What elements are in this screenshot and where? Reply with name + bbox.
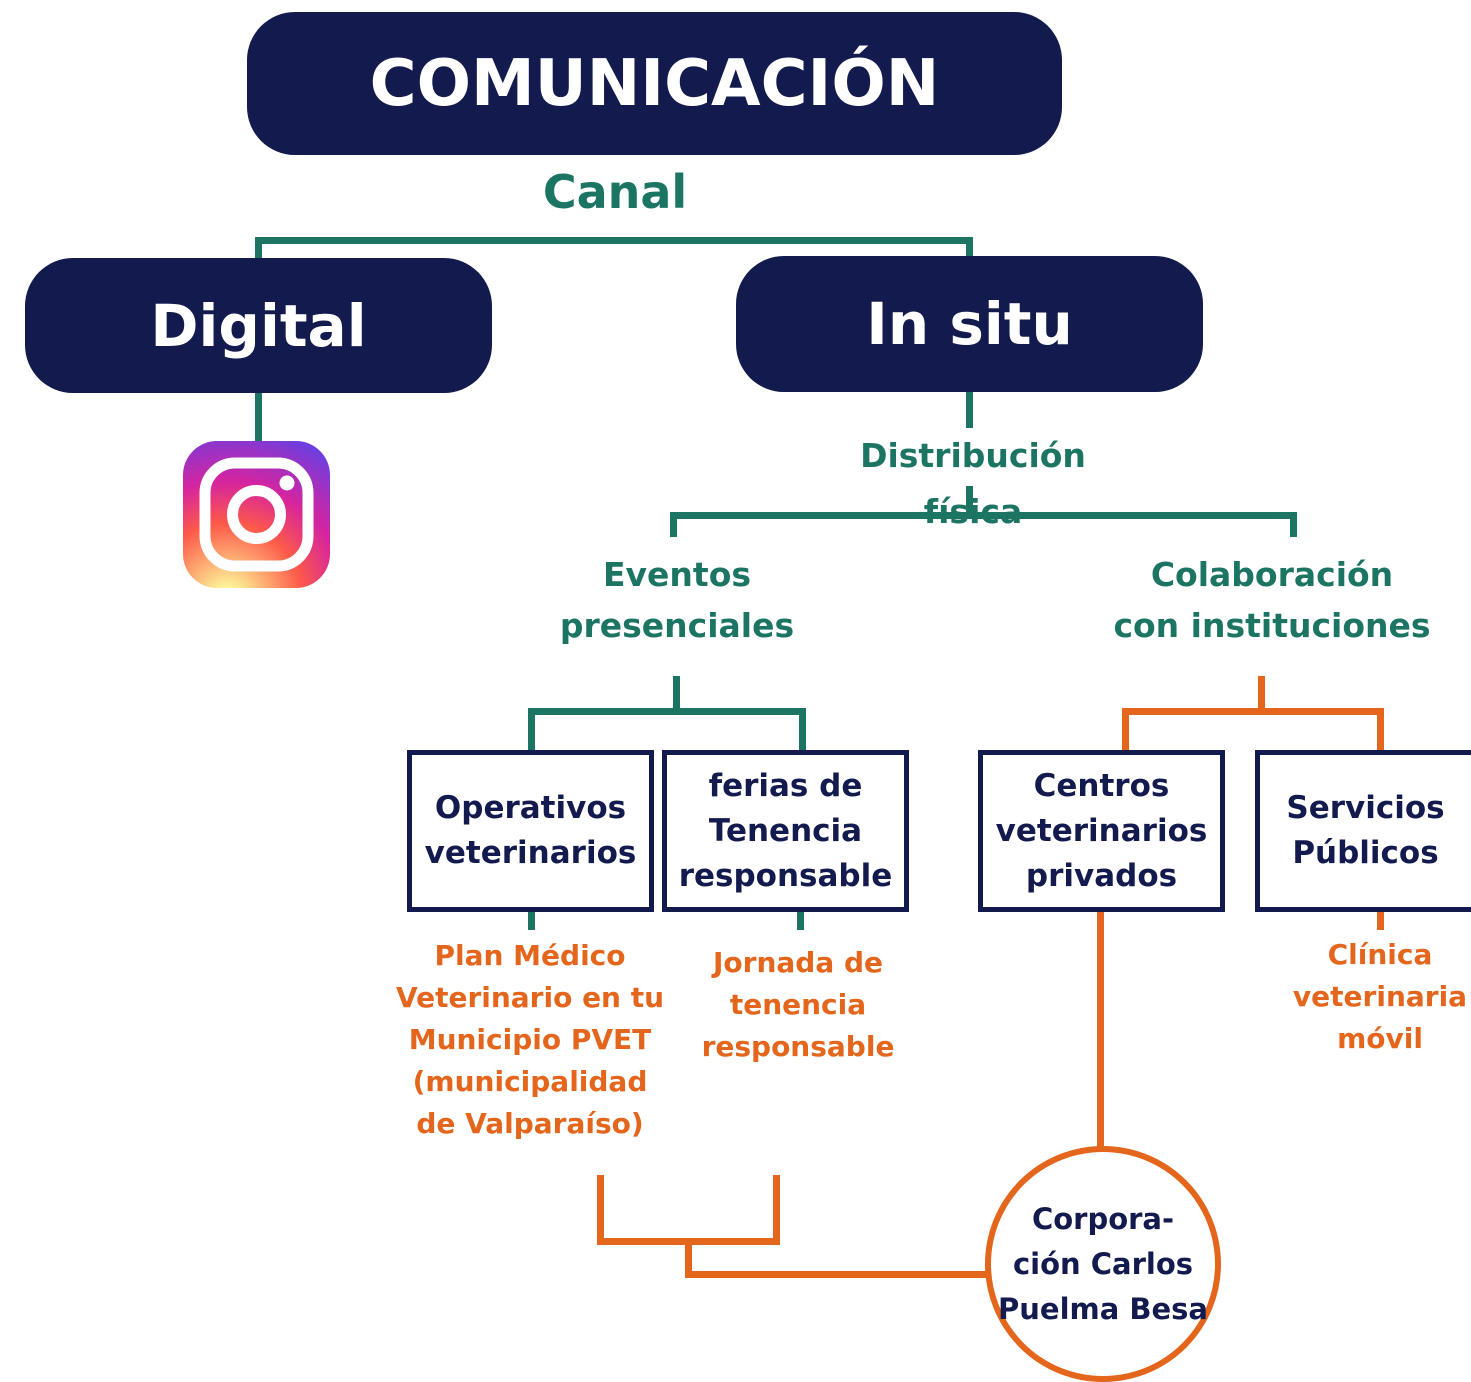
connector-to-ferias (799, 708, 806, 754)
centros-box: Centros veterinarios privados (978, 750, 1225, 912)
connector-insitu-distribution (966, 390, 973, 428)
colaboracion-label: Colaboración con instituciones (1113, 555, 1431, 645)
insitu-box: In situ (736, 256, 1203, 392)
ferias-label: ferias de Tenencia responsable (678, 767, 893, 894)
page-title: COMUNICACIÓN (369, 46, 940, 121)
centros-label: Centros veterinarios privados (995, 767, 1208, 894)
bracket-left-vertical (597, 1175, 604, 1245)
connector-servicios-down (1377, 908, 1384, 930)
connector-digital-instagram (255, 390, 262, 445)
connector-to-eventos (670, 512, 677, 537)
servicios-box: Servicios Públicos (1255, 750, 1471, 912)
connector-bracket-to-corporacion (685, 1271, 987, 1278)
digital-box: Digital (25, 258, 492, 393)
canal-label: Canal (542, 165, 688, 219)
insitu-label: In situ (866, 290, 1073, 358)
digital-label: Digital (150, 291, 367, 360)
operativos-box: Operativos veterinarios (407, 750, 654, 912)
ferias-box: ferias de Tenencia responsable (662, 750, 909, 912)
servicios-label: Servicios Públicos (1286, 790, 1445, 871)
connector-canal-insitu (966, 237, 973, 261)
corporacion-label: Corpora- ción Carlos Puelma Besa (998, 1201, 1208, 1326)
connector-colaboracion-down (1258, 676, 1265, 714)
plan-medico-label: Plan Médico Veterinario en tu Municipio … (395, 939, 665, 1140)
connector-operativos-down (528, 908, 535, 930)
connector-to-servicios (1377, 708, 1384, 754)
connector-to-centros (1122, 708, 1129, 754)
connector-colaboracion-horizontal (1122, 708, 1384, 715)
connector-distribution-horizontal (670, 512, 1297, 519)
connector-distribution-down (966, 486, 973, 518)
clinica-label: Clínica veterinaria móvil (1292, 938, 1468, 1055)
connector-canal-horizontal (255, 237, 973, 244)
connector-to-operativos (528, 708, 535, 754)
instagram-icon (183, 441, 330, 588)
connector-ferias-down (797, 908, 804, 930)
eventos-label: Eventos presenciales (559, 555, 795, 645)
instagram-glyph (199, 457, 314, 572)
connector-eventos-down (673, 676, 680, 714)
distribution-label: Distribución física (806, 428, 1140, 531)
operativos-label: Operativos veterinarios (424, 790, 637, 871)
connector-eventos-horizontal (528, 708, 806, 715)
connector-centros-to-corporacion (1097, 908, 1104, 1152)
bracket-right-vertical (773, 1175, 780, 1245)
connector-to-colaboracion (1290, 512, 1297, 537)
title-box: COMUNICACIÓN (247, 12, 1062, 155)
jornada-label: Jornada de tenencia responsable (701, 946, 895, 1063)
bracket-stem (685, 1238, 692, 1278)
corporacion-circle: Corpora- ción Carlos Puelma Besa (985, 1146, 1221, 1382)
connector-canal-digital (255, 237, 262, 261)
